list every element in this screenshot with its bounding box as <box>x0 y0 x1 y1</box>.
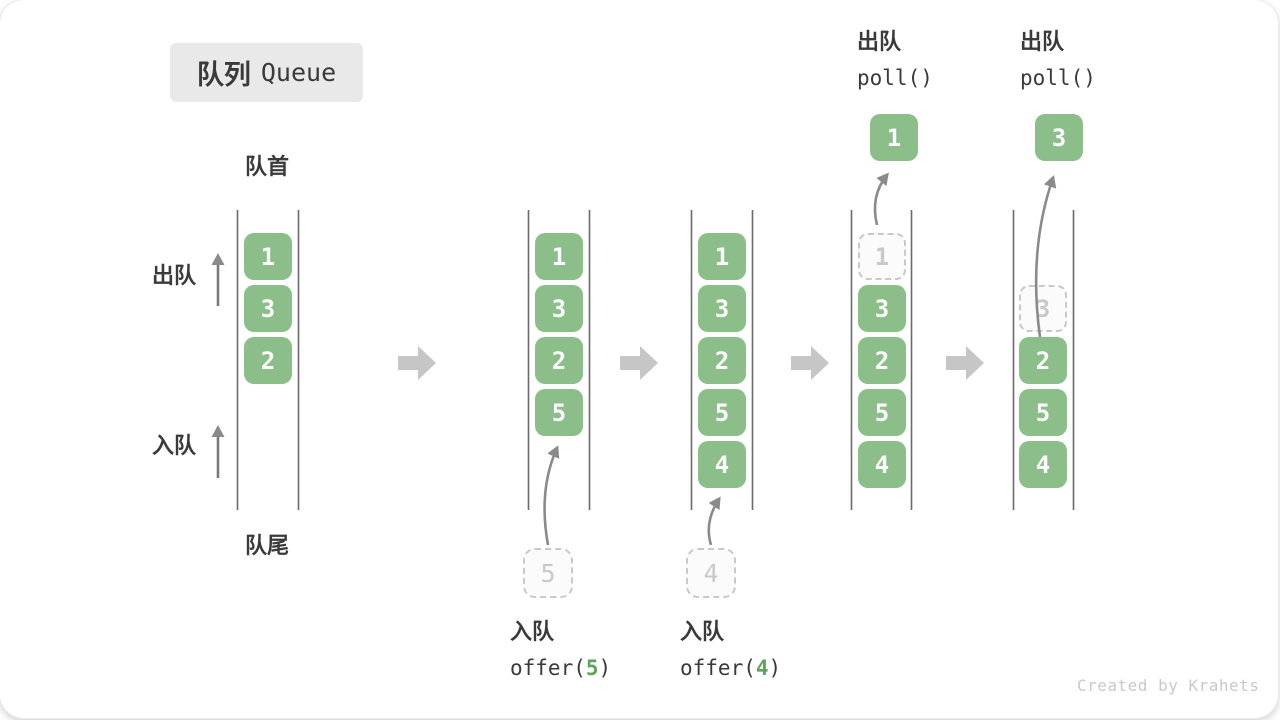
step-arrow-icon <box>791 346 829 380</box>
enqueue-caption-5-code: offer(5) <box>510 658 611 679</box>
enqueue-caption-4-code: offer(4) <box>680 658 781 679</box>
queue3-cell: 1 <box>698 233 746 280</box>
queue2-cell: 1 <box>535 233 583 280</box>
dequeue-caption-1-code: poll() <box>857 66 933 90</box>
code-arg: 4 <box>755 656 769 680</box>
enqueue4-arrow-icon <box>707 496 721 546</box>
queue4-removed-cell: 1 <box>870 114 918 161</box>
queue5-cell: 2 <box>1019 337 1067 384</box>
step-arrow-icon <box>398 346 436 380</box>
queue1-cell: 3 <box>244 285 292 332</box>
code-arg: 5 <box>585 656 599 680</box>
queue2-cell: 3 <box>535 285 583 332</box>
enqueue-side-label: 入队 <box>152 434 197 459</box>
queue1-cell: 1 <box>244 233 292 280</box>
code-post: ) <box>768 656 782 680</box>
code-post: ) <box>598 656 612 680</box>
dequeue-caption-1-zh: 出队 <box>857 30 902 55</box>
queue3-cell: 4 <box>698 441 746 488</box>
enqueue-caption-4-zh: 入队 <box>680 620 725 645</box>
queue5-removed-cell: 3 <box>1035 114 1083 161</box>
queue3-incoming-cell: 4 <box>686 548 736 598</box>
step-arrow-icon <box>620 346 658 380</box>
enqueue5-arrow-icon <box>543 445 560 546</box>
queue3-cell: 2 <box>698 337 746 384</box>
queue1-cell: 2 <box>244 337 292 384</box>
queue3-cell: 3 <box>698 285 746 332</box>
enqueue-caption-5-zh: 入队 <box>510 620 555 645</box>
queue4-cell: 4 <box>858 441 906 488</box>
queue4-ghost-cell: 1 <box>858 233 906 280</box>
queue2-cell: 2 <box>535 337 583 384</box>
title-en: Queue <box>260 58 337 87</box>
queue5-cell: 4 <box>1019 441 1067 488</box>
dequeue-caption-2-zh: 出队 <box>1020 30 1065 55</box>
title-badge: 队列 Queue <box>170 43 363 102</box>
dequeue1-arrow-icon <box>873 172 889 226</box>
code-pre: offer( <box>680 656 756 680</box>
queue4-cell: 5 <box>858 389 906 436</box>
queue3-cell: 5 <box>698 389 746 436</box>
queue-front-label: 队首 <box>245 155 290 180</box>
dequeue-caption-2-code: poll() <box>1020 66 1096 90</box>
code-pre: offer( <box>510 656 586 680</box>
queue4-cell: 2 <box>858 337 906 384</box>
queue2-incoming-cell: 5 <box>523 548 573 598</box>
queue5-cell: 5 <box>1019 389 1067 436</box>
queue-channel-lines <box>236 210 1075 510</box>
queue-rear-label: 队尾 <box>245 534 290 559</box>
queue5-ghost-cell: 3 <box>1019 285 1067 332</box>
queue4-cell: 3 <box>858 285 906 332</box>
title-zh: 队列 <box>196 60 251 91</box>
dequeue-side-label: 出队 <box>152 264 197 289</box>
queue2-cell: 5 <box>535 389 583 436</box>
watermark: Created by Krahets <box>1077 676 1260 695</box>
step-arrow-icon <box>946 346 984 380</box>
